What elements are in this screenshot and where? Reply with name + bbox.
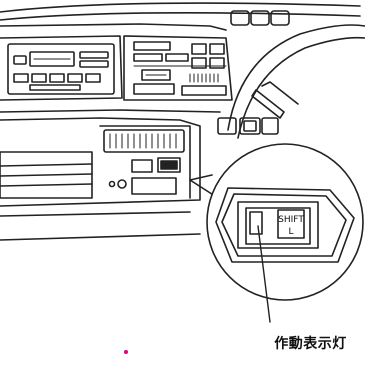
accent-dot: [124, 350, 128, 354]
dashboard-top-outline: [0, 2, 361, 31]
shift-l-button: SHIFT L: [278, 215, 304, 237]
button-line2: L: [288, 227, 293, 237]
callout-circle: [189, 143, 364, 323]
indicator-label: 作動表示灯: [274, 336, 347, 352]
right-switches: [217, 117, 279, 135]
top-right-buttons: [230, 10, 290, 26]
climate-panel: [123, 35, 233, 101]
audio-unit: [0, 35, 123, 101]
steering-wheel: [227, 24, 365, 139]
button-line1: SHIFT: [278, 215, 304, 225]
lower-dashboard: [0, 109, 221, 241]
